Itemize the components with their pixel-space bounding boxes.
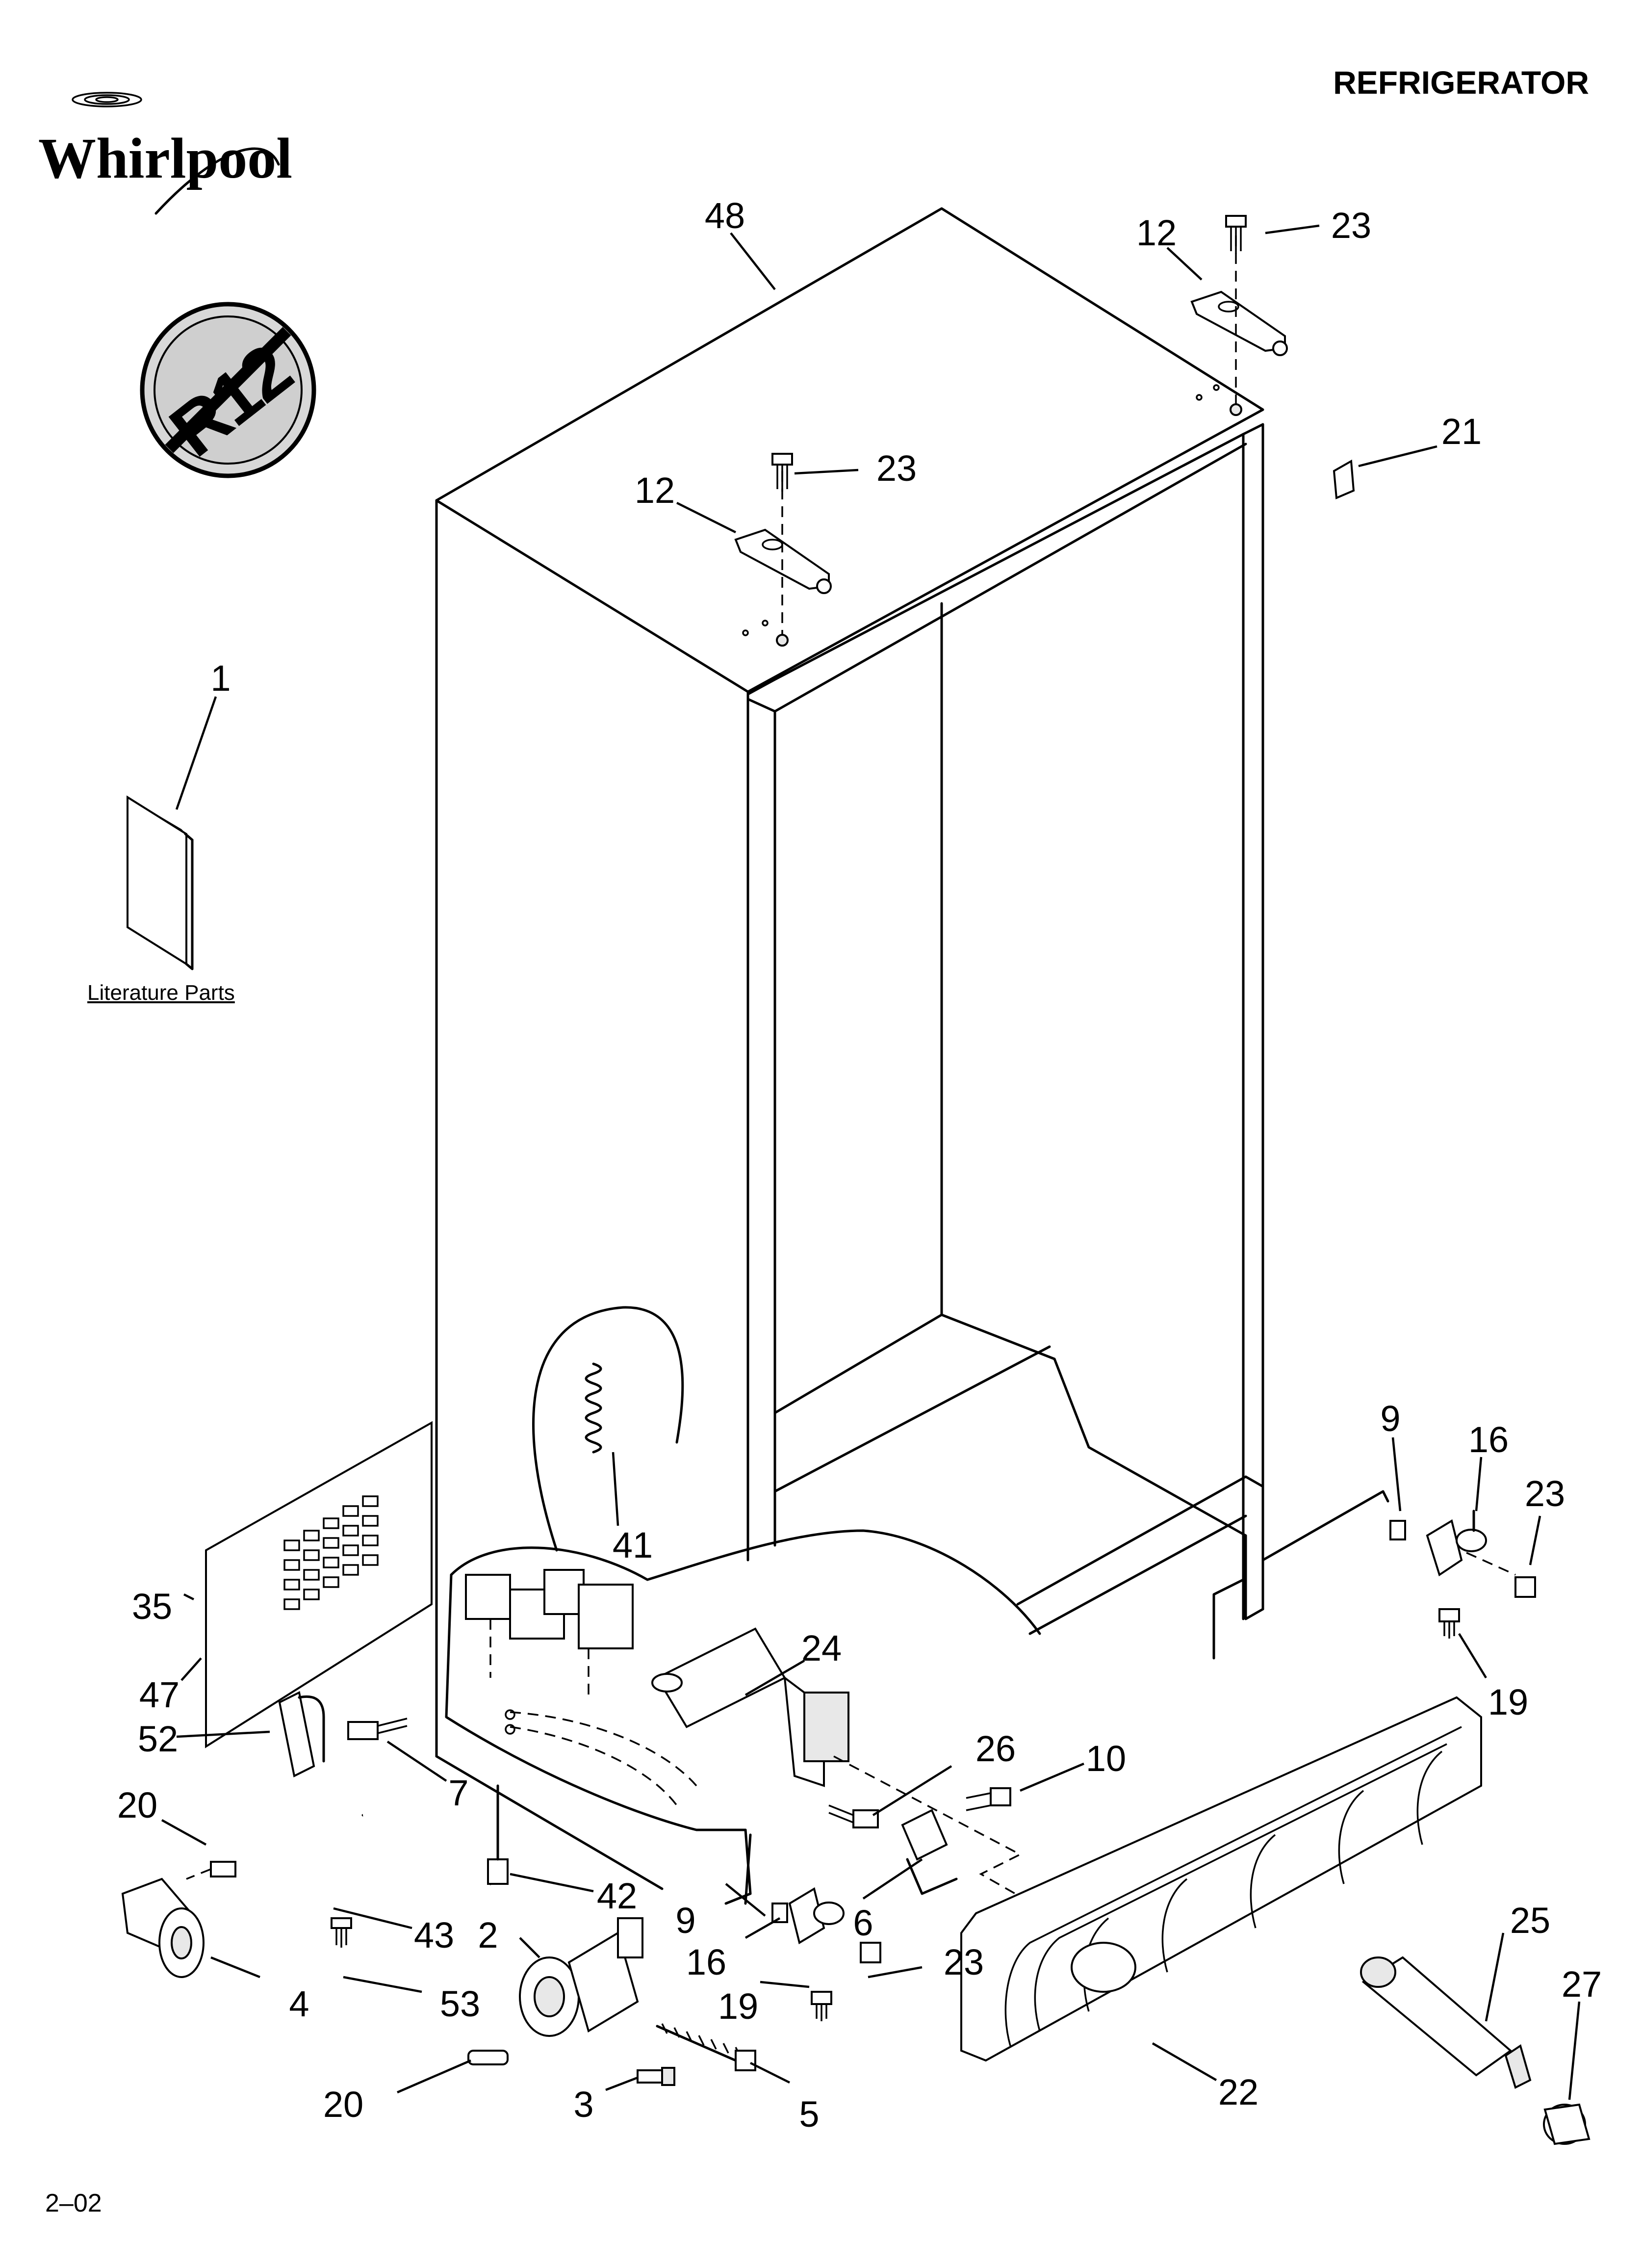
ice-maker-heater-coil bbox=[585, 1362, 602, 1454]
callout-52: 52 bbox=[137, 1719, 179, 1759]
screw-26 bbox=[828, 1804, 879, 1828]
callout-1: 1 bbox=[210, 658, 231, 699]
callout-9-right: 9 bbox=[1380, 1398, 1401, 1439]
brand-name: Whirlpool bbox=[38, 126, 292, 190]
literature-parts-label: Literature Parts bbox=[87, 981, 235, 1005]
page-title: REFRIGERATOR bbox=[1333, 64, 1589, 101]
callout-2: 2 bbox=[478, 1915, 498, 1955]
whirlpool-swirl-icon bbox=[72, 92, 280, 215]
tube-clamp bbox=[278, 1691, 408, 1777]
callout-23-right: 23 bbox=[1524, 1473, 1565, 1514]
callout-19-right: 19 bbox=[1488, 1682, 1529, 1722]
small-screw-53 bbox=[331, 1917, 352, 1948]
callout-25: 25 bbox=[1510, 1900, 1551, 1941]
callout-27: 27 bbox=[1561, 1964, 1602, 2005]
front-roller-pin bbox=[467, 2050, 509, 2065]
callout-47: 47 bbox=[139, 1674, 180, 1715]
callout-42: 42 bbox=[596, 1876, 638, 1916]
callout-23-lower: 23 bbox=[943, 1942, 984, 1982]
lower-hinge-left bbox=[771, 1887, 881, 2021]
cutaway-section bbox=[445, 1306, 1041, 1905]
top-hinge-right bbox=[1190, 215, 1288, 416]
callout-23-top-left: 23 bbox=[876, 448, 917, 489]
water-tube bbox=[361, 1784, 509, 1885]
callout-4: 4 bbox=[289, 1983, 309, 2024]
callout-48: 48 bbox=[704, 195, 745, 236]
leveling-screw bbox=[656, 2023, 756, 2071]
door-stop-clip bbox=[1333, 459, 1355, 499]
callout-19-lower: 19 bbox=[718, 1986, 759, 2027]
callout-12-top-right: 12 bbox=[1136, 212, 1177, 253]
lower-hinge-right bbox=[1389, 1510, 1536, 1639]
callout-43: 43 bbox=[413, 1915, 455, 1955]
leader-arrows bbox=[161, 224, 1581, 2100]
rear-roller-left bbox=[121, 1861, 236, 1978]
callout-41: 41 bbox=[612, 1525, 653, 1565]
callout-5: 5 bbox=[799, 2094, 820, 2135]
literature-booklet bbox=[127, 795, 194, 970]
top-hinge-left bbox=[734, 453, 832, 647]
callout-7: 7 bbox=[448, 1773, 469, 1813]
callout-20-lower: 20 bbox=[323, 2084, 364, 2125]
callout-12-top-left: 12 bbox=[634, 470, 675, 511]
callout-16-right: 16 bbox=[1468, 1419, 1509, 1460]
callout-24: 24 bbox=[801, 1628, 842, 1668]
callout-35: 35 bbox=[131, 1586, 173, 1627]
control-relays bbox=[465, 1569, 634, 1697]
callout-22: 22 bbox=[1218, 2072, 1259, 2112]
callout-16-lower: 16 bbox=[686, 1942, 727, 1982]
callout-3: 3 bbox=[573, 2084, 594, 2125]
callout-6: 6 bbox=[853, 1903, 873, 1943]
callout-23-top-right: 23 bbox=[1331, 205, 1372, 246]
callout-53: 53 bbox=[439, 1983, 481, 2024]
hinge-screw bbox=[771, 453, 793, 492]
compressor-relay-bracket bbox=[901, 1809, 958, 1895]
hinge-screw bbox=[1225, 215, 1247, 254]
base-grille bbox=[960, 1696, 1482, 2062]
filter-cap bbox=[1543, 2103, 1591, 2145]
callout-20-left: 20 bbox=[117, 1785, 158, 1825]
callout-9-lower: 9 bbox=[675, 1900, 696, 1941]
callout-26: 26 bbox=[975, 1728, 1016, 1769]
water-valve bbox=[651, 1627, 849, 1787]
no-r12-badge bbox=[140, 302, 316, 478]
screw-10 bbox=[966, 1787, 1011, 1811]
water-filter-cartridge bbox=[1360, 1956, 1532, 2089]
whirlpool-logo: Whirlpool bbox=[38, 92, 292, 215]
cabinet-body bbox=[435, 207, 1389, 1890]
callout-21: 21 bbox=[1441, 411, 1482, 452]
callout-10: 10 bbox=[1085, 1738, 1127, 1779]
small-screw-3 bbox=[637, 2067, 675, 2086]
rear-access-panel bbox=[205, 1421, 433, 1748]
valve-dashed-leader bbox=[833, 1755, 1050, 1914]
rear-roller-right bbox=[519, 1917, 643, 2037]
revision-date: 2–02 bbox=[45, 2189, 102, 2217]
